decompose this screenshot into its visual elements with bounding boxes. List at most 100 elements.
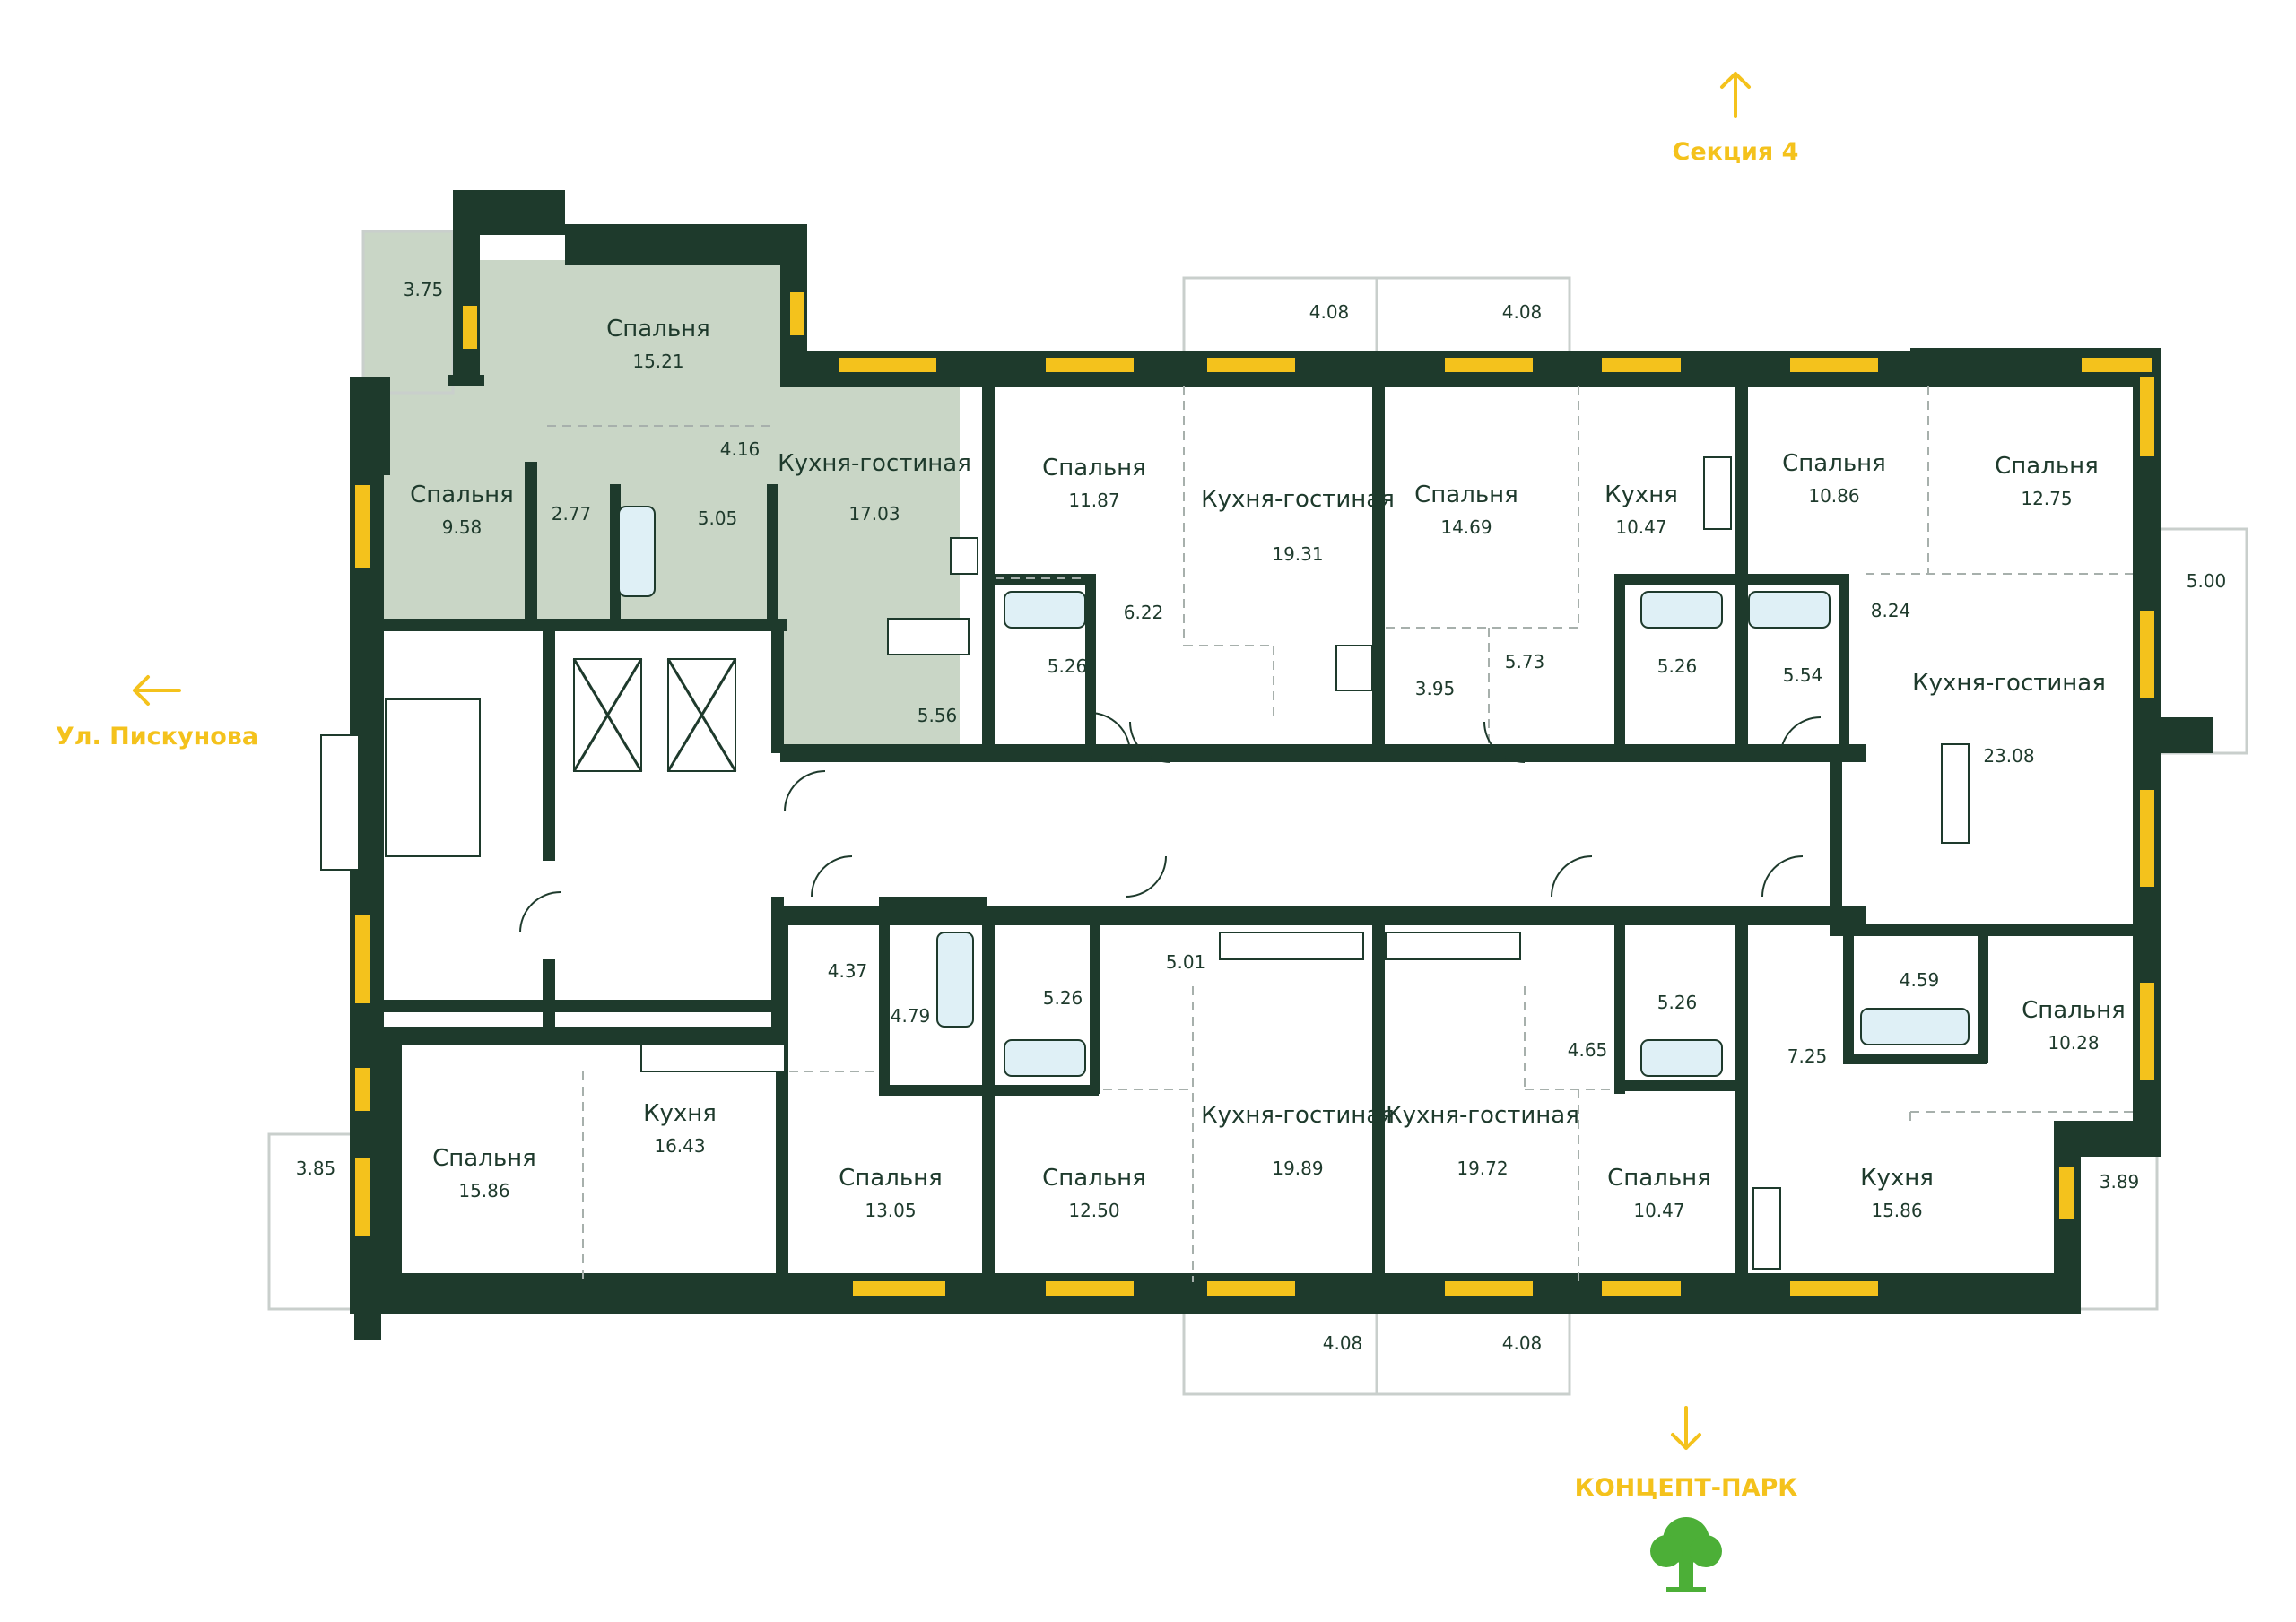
fixtures bbox=[320, 456, 1970, 1270]
door-swing bbox=[1779, 716, 1822, 759]
room-area: 6.22 bbox=[1124, 602, 1164, 623]
street-label: Ул. Пискунова bbox=[56, 723, 258, 750]
bathtub bbox=[1640, 591, 1723, 629]
highlighted-apartment[interactable] bbox=[363, 231, 960, 744]
room-name: Кухня bbox=[643, 1100, 717, 1127]
wall-segment bbox=[780, 351, 1910, 387]
room-name: Спальня bbox=[839, 1165, 943, 1192]
room-name: Спальня bbox=[432, 1145, 536, 1172]
window bbox=[1788, 356, 1880, 374]
window bbox=[353, 914, 371, 1005]
bathtub bbox=[936, 932, 974, 1028]
window bbox=[1600, 1279, 1683, 1297]
wall-interior bbox=[1090, 906, 1100, 1094]
door-swing bbox=[811, 855, 853, 898]
window bbox=[2138, 981, 2156, 1081]
kitchen-counter bbox=[640, 1044, 786, 1072]
door-swing bbox=[784, 770, 826, 812]
staircase bbox=[385, 698, 481, 857]
direction-street: Ул. Пискунова bbox=[56, 675, 258, 750]
doors bbox=[519, 712, 1822, 933]
wall-divider bbox=[1372, 906, 1385, 1282]
room-area: 19.89 bbox=[1272, 1158, 1323, 1179]
room-area: 10.47 bbox=[1633, 1200, 1684, 1221]
room-area: 16.43 bbox=[654, 1135, 705, 1157]
zone-lines bbox=[547, 386, 2133, 1282]
balcony-area: 5.00 bbox=[2187, 570, 2227, 592]
balcony-area: 3.89 bbox=[2100, 1171, 2140, 1193]
room-name: Кухня bbox=[1860, 1165, 1934, 1192]
vent-shaft bbox=[320, 734, 360, 871]
room-area: 10.86 bbox=[1808, 485, 1859, 507]
bathtub bbox=[1860, 1008, 1970, 1045]
kitchen-counter bbox=[1219, 932, 1364, 960]
room-name: Спальня bbox=[410, 481, 514, 508]
room-area: 5.56 bbox=[918, 705, 958, 726]
window bbox=[1044, 1279, 1135, 1297]
room-name: Кухня-гостиная bbox=[1912, 670, 2106, 697]
door-swing bbox=[519, 891, 561, 933]
room-name: Кухня-гостиная bbox=[1201, 486, 1395, 513]
room-area: 8.24 bbox=[1871, 600, 1911, 621]
room-area: 2.77 bbox=[552, 503, 592, 525]
room-area: 4.37 bbox=[828, 960, 868, 982]
room-area: 5.26 bbox=[1657, 992, 1698, 1013]
arrow-left-icon bbox=[133, 675, 181, 706]
wall-interior bbox=[879, 897, 987, 907]
window bbox=[2138, 788, 2156, 889]
wall-divider bbox=[1830, 753, 1842, 924]
kitchen-counter bbox=[1941, 743, 1970, 844]
room-name: Кухня bbox=[1605, 481, 1678, 508]
room-name: Кухня-гостиная bbox=[1201, 1102, 1395, 1129]
room-area: 19.72 bbox=[1457, 1158, 1508, 1179]
room-area: 9.58 bbox=[442, 516, 483, 538]
room-area: 15.21 bbox=[632, 351, 683, 372]
room-name: Спальня bbox=[1607, 1165, 1711, 1192]
door-swing bbox=[1129, 721, 1171, 763]
wall-interior bbox=[1085, 574, 1096, 753]
room-area: 14.69 bbox=[1440, 516, 1492, 538]
window bbox=[2138, 376, 2156, 458]
room-area: 11.87 bbox=[1068, 490, 1119, 511]
bathtub bbox=[1640, 1039, 1723, 1077]
wall-core bbox=[771, 897, 784, 1040]
arrow-up-icon bbox=[1720, 72, 1751, 118]
door-swing bbox=[1761, 855, 1804, 898]
room-area: 4.16 bbox=[720, 438, 761, 460]
room-area: 15.86 bbox=[458, 1180, 509, 1201]
balcony-area: 3.75 bbox=[404, 279, 444, 300]
window bbox=[2138, 609, 2156, 700]
room-area: 4.59 bbox=[1900, 969, 1940, 991]
wall-core bbox=[384, 1000, 778, 1012]
kitchen-counter bbox=[887, 618, 970, 655]
wall-corridor bbox=[780, 744, 1866, 762]
window bbox=[851, 1279, 947, 1297]
elevator-cross bbox=[572, 658, 643, 772]
room-area: 5.05 bbox=[698, 507, 738, 529]
balcony-labels: 3.75 4.08 4.08 5.00 3.85 4.08 4.08 3.89 bbox=[296, 279, 2227, 1354]
window bbox=[1443, 1279, 1535, 1297]
room-area: 5.73 bbox=[1505, 651, 1545, 672]
balcony-outline bbox=[2070, 1137, 2159, 1311]
wall-interior bbox=[1614, 906, 1625, 1094]
kitchen-counter bbox=[1752, 1187, 1781, 1270]
wall-interior bbox=[525, 462, 537, 619]
wall-interior bbox=[1614, 906, 1731, 916]
wall-interior bbox=[1614, 1080, 1740, 1091]
room-area: 12.50 bbox=[1068, 1200, 1119, 1221]
room-name: Спальня bbox=[1782, 450, 1886, 477]
section-label: Секция 4 bbox=[1673, 138, 1799, 166]
wall-interior bbox=[767, 484, 778, 619]
room-area: 19.31 bbox=[1272, 543, 1323, 565]
room-area: 10.28 bbox=[2048, 1032, 2099, 1054]
window bbox=[1443, 356, 1535, 374]
window bbox=[461, 304, 479, 351]
door-swing bbox=[1483, 721, 1526, 763]
balcony-area: 4.08 bbox=[1323, 1332, 1363, 1354]
park-label: КОНЦЕПТ-ПАРК bbox=[1575, 1474, 1798, 1502]
wall-segment bbox=[384, 1031, 787, 1044]
room-area: 10.47 bbox=[1615, 516, 1666, 538]
window bbox=[353, 1156, 371, 1238]
kitchen-counter bbox=[1335, 645, 1373, 691]
